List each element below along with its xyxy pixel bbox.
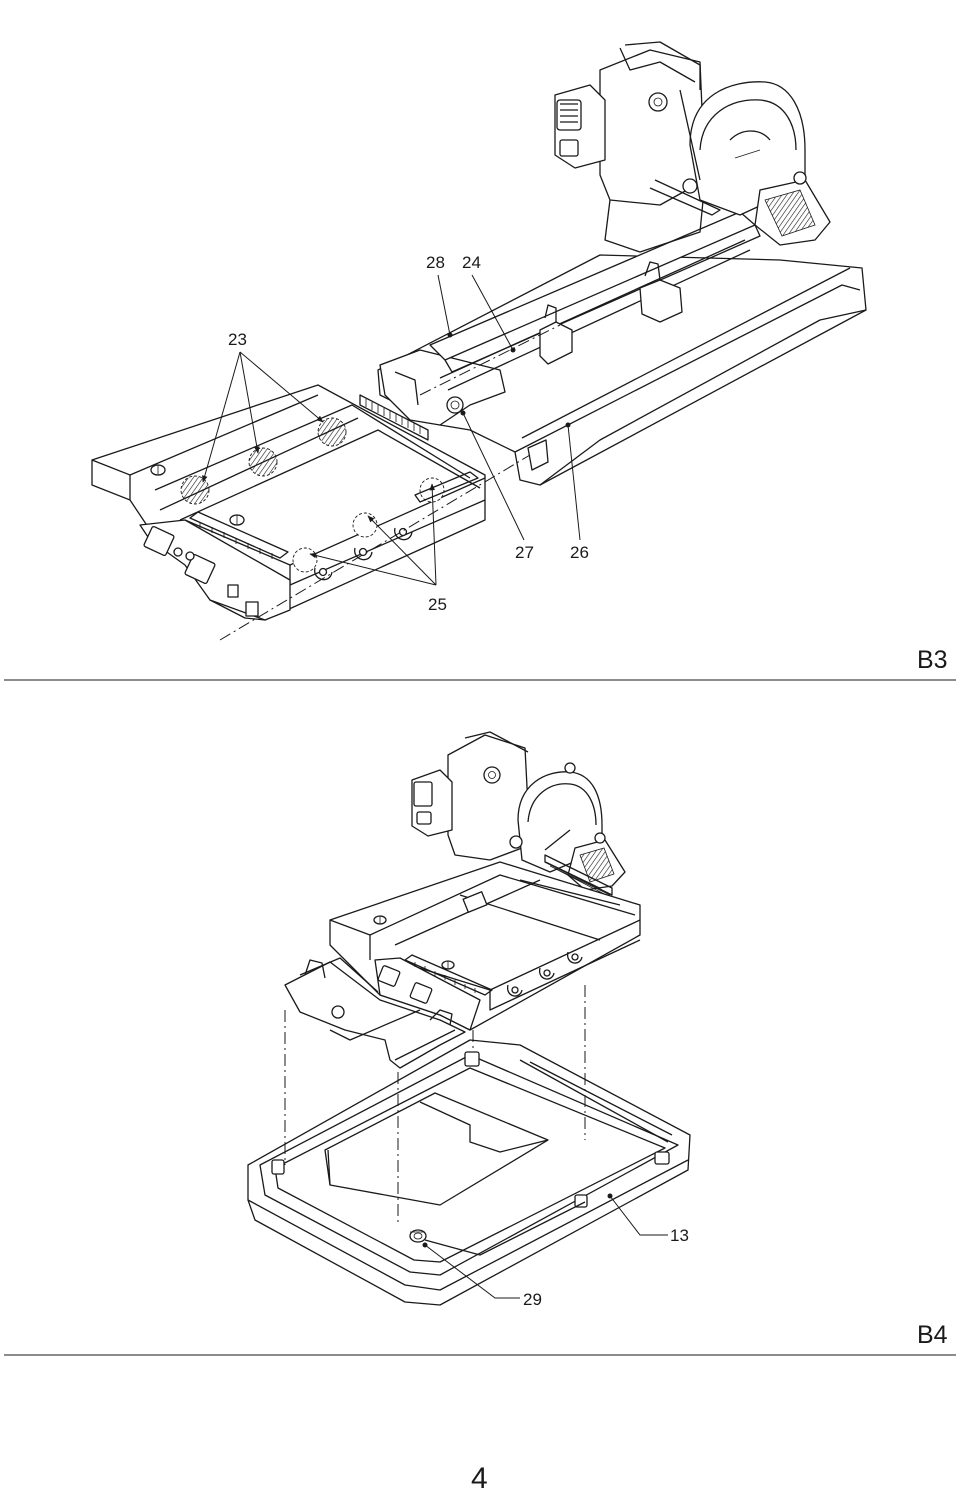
callout-13: 13 xyxy=(670,1226,689,1245)
figure-b4: 13 29 B4 xyxy=(247,731,948,1349)
callout-24: 24 xyxy=(462,253,481,272)
callout-27: 27 xyxy=(515,543,534,562)
callout-28: 28 xyxy=(426,253,445,272)
callout-23: 23 xyxy=(228,330,247,349)
callout-29: 29 xyxy=(523,1290,542,1309)
rail-frame xyxy=(377,211,867,486)
figure-b3: 28 24 23 27 26 25 B3 xyxy=(91,41,948,674)
figure-label-b3: B3 xyxy=(917,646,948,674)
page-number: 4 xyxy=(471,1462,488,1493)
water-tray xyxy=(247,1039,691,1306)
sliding-table-b3 xyxy=(91,384,486,621)
figure-label-b4: B4 xyxy=(917,1321,948,1349)
table-assembly-b4 xyxy=(284,854,641,1069)
callout-26: 26 xyxy=(570,543,589,562)
callout-25: 25 xyxy=(428,595,447,614)
callout-leaders-b3 xyxy=(202,274,581,586)
saw-head-b3 xyxy=(554,41,831,253)
saw-head-b4 xyxy=(411,731,626,898)
